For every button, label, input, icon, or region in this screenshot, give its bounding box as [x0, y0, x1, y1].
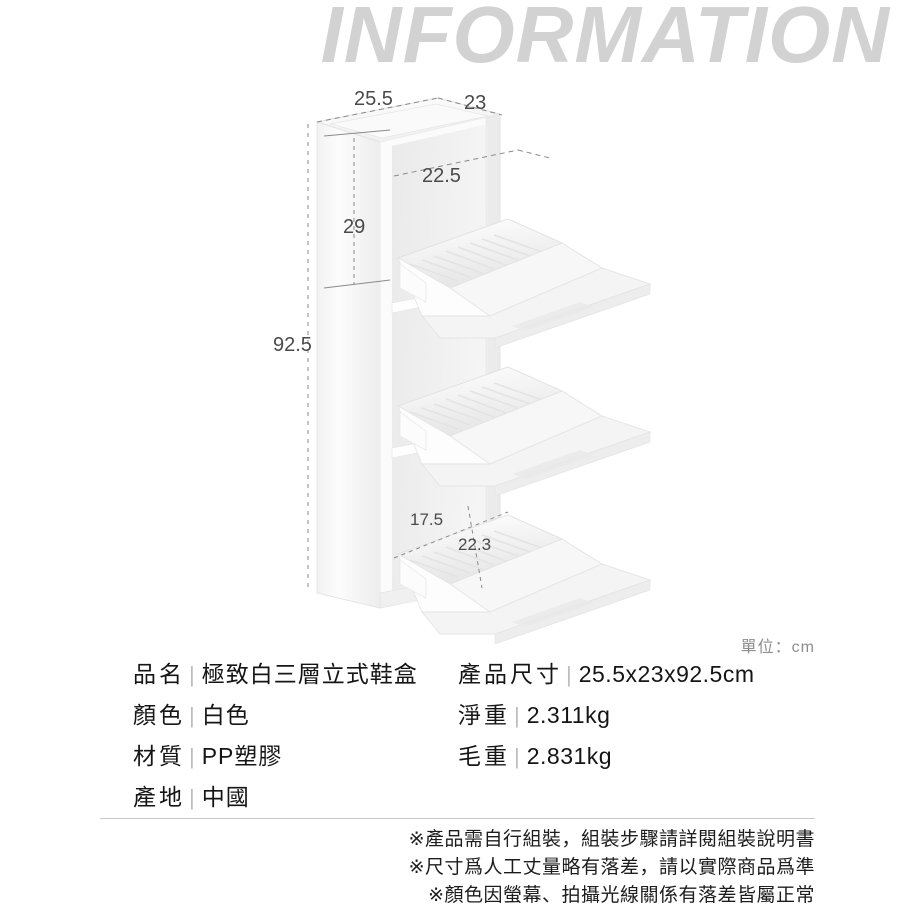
dimension-label-inner-width: 22.5 — [422, 165, 461, 187]
spec-value: 中國 — [201, 784, 250, 810]
spec-separator: | — [189, 744, 195, 769]
dimension-label-total-height: 92.5 — [273, 334, 312, 356]
footnote-list: ※產品需自行組裝，組裝步驟請詳閱組裝說明書 ※尺寸爲人工丈量略有落差，請以實際商… — [300, 826, 815, 910]
spec-value: 極致白三層立式鞋盒 — [201, 661, 418, 687]
shoe-tray-1 — [396, 218, 652, 349]
spec-value: 25.5x23x92.5cm — [578, 661, 755, 687]
spec-row-material: 材質 | PP塑膠 — [133, 737, 418, 778]
spec-row-product-name: 品名 | 極致白三層立式鞋盒 — [133, 655, 418, 696]
spec-key: 淨重 — [458, 702, 510, 728]
spec-column-left: 品名 | 極致白三層立式鞋盒 顏色 | 白色 材質 | PP塑膠 產地 | 中國 — [133, 655, 418, 819]
shoe-tray-3 — [396, 514, 652, 645]
dimension-label-top-width: 25.5 — [354, 88, 393, 110]
spec-separator: | — [514, 744, 520, 769]
dimension-label-compartment-height: 29 — [343, 216, 366, 238]
shoe-cabinet-illustration — [307, 97, 652, 645]
spec-key: 產地 — [133, 784, 185, 810]
footnote-item: ※產品需自行組裝，組裝步驟請詳閱組裝說明書 — [408, 829, 815, 850]
spec-key: 毛重 — [458, 743, 510, 769]
spec-row-net-weight: 淨重 | 2.311kg — [458, 696, 755, 737]
spec-value: 2.311kg — [526, 702, 611, 728]
spec-value: 白色 — [201, 702, 250, 728]
spec-separator: | — [189, 785, 195, 810]
spec-separator: | — [189, 662, 195, 687]
dimension-label-tray-depth: 22.3 — [458, 535, 492, 554]
dimension-lines — [307, 97, 551, 589]
spec-key: 品名 — [133, 661, 185, 687]
spec-key: 顏色 — [133, 702, 185, 728]
spec-separator: | — [514, 703, 520, 728]
spec-column-right: 產品尺寸 | 25.5x23x92.5cm 淨重 | 2.311kg 毛重 | … — [458, 655, 755, 778]
specification-block: 品名 | 極致白三層立式鞋盒 顏色 | 白色 材質 | PP塑膠 產地 | 中國 — [0, 655, 914, 810]
spec-separator: | — [189, 703, 195, 728]
footnote-item: ※顏色因螢幕、拍攝光線關係有落差皆屬正常 — [428, 885, 815, 906]
footnote-item: ※尺寸爲人工丈量略有落差，請以實際商品爲準 — [408, 857, 815, 878]
dimension-label-top-depth: 23 — [464, 92, 487, 114]
product-diagram: 25.5 23 22.5 29 92.5 17.5 22.3 — [250, 88, 810, 648]
dimension-label-tray-height: 17.5 — [410, 510, 444, 529]
spec-value: PP塑膠 — [201, 743, 283, 769]
section-divider — [100, 818, 815, 819]
spec-row-origin: 產地 | 中國 — [133, 778, 418, 819]
page-title: INFORMATION — [320, 0, 890, 79]
unit-note: 單位：cm — [740, 639, 815, 656]
spec-row-gross-weight: 毛重 | 2.831kg — [458, 737, 755, 778]
spec-key: 材質 — [133, 743, 185, 769]
spec-separator: | — [566, 662, 572, 687]
spec-value: 2.831kg — [526, 743, 613, 769]
spec-row-color: 顏色 | 白色 — [133, 696, 418, 737]
shoe-tray-2 — [396, 366, 652, 497]
spec-key: 產品尺寸 — [458, 661, 562, 687]
spec-row-product-size: 產品尺寸 | 25.5x23x92.5cm — [458, 655, 755, 696]
